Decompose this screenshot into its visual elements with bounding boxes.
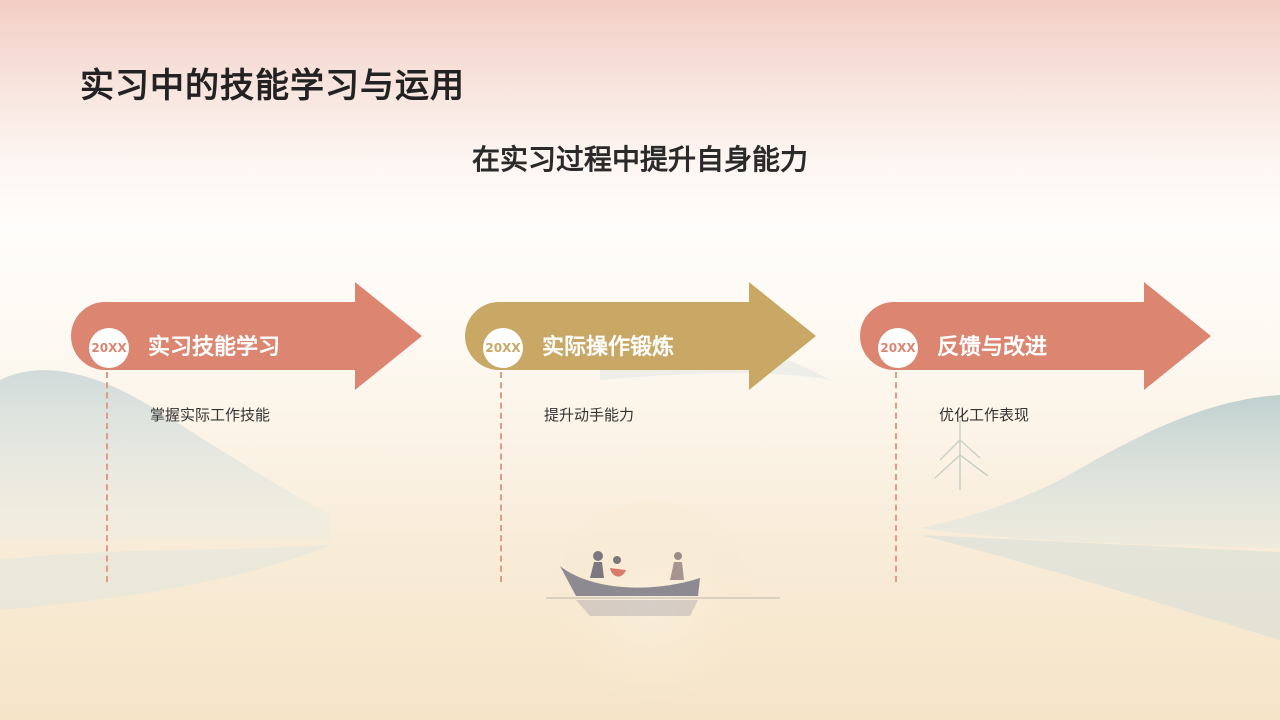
step-description: 优化工作表现 [939, 406, 1030, 424]
arrow-shape [465, 282, 816, 390]
dashed-connector [106, 372, 108, 582]
step-label: 反馈与改进 [937, 335, 1048, 360]
year-badge: 20XX [89, 328, 129, 368]
step-label: 实际操作锻炼 [542, 335, 675, 360]
boat-icon [546, 551, 780, 616]
timeline-step-1: 20XX 实习技能学习 [70, 282, 430, 392]
left-mountain-reflection [0, 545, 330, 610]
sun-reflection [552, 500, 752, 700]
right-mountain [920, 395, 1280, 548]
arrow-shape [71, 282, 422, 390]
year-badge: 20XX [878, 328, 918, 368]
dashed-connector [500, 372, 502, 582]
timeline-step-2: 20XX 实际操作锻炼 [464, 282, 824, 392]
right-mountain-reflection [920, 535, 1280, 640]
year-badge: 20XX [483, 328, 523, 368]
tree-icon [934, 420, 989, 490]
step-label: 实习技能学习 [148, 335, 281, 360]
step-description: 掌握实际工作技能 [150, 406, 271, 424]
timeline-step-3: 20XX 反馈与改进 [859, 282, 1219, 392]
step-description: 提升动手能力 [544, 406, 635, 424]
left-mountain [0, 370, 330, 540]
page-subtitle: 在实习过程中提升自身能力 [471, 143, 808, 176]
dashed-connector [895, 372, 897, 582]
arrow-shape [860, 282, 1211, 390]
page-title: 实习中的技能学习与运用 [80, 66, 465, 106]
